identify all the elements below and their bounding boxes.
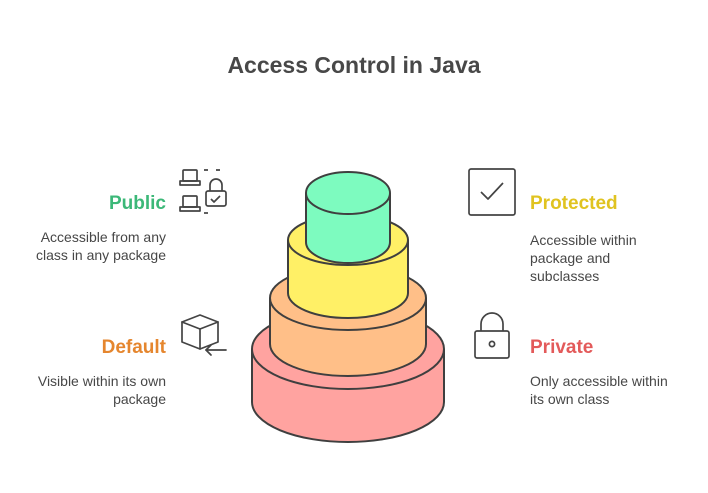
laptops-lock-icon — [179, 169, 227, 214]
protected-description: Accessible within package and subclasses — [530, 232, 637, 284]
tier-public-cylinder — [305, 171, 391, 264]
private-description: Only accessible within its own class — [530, 373, 668, 407]
public-heading: Public — [108, 193, 166, 214]
default-description: Visible within its own package — [37, 373, 166, 407]
diagram-title: Access Control in Java — [227, 52, 481, 78]
public-description: Accessible from any class in any package — [36, 229, 166, 263]
protected-heading: Protected — [530, 193, 618, 214]
default-heading: Default — [101, 337, 166, 358]
checkbox-check-icon — [468, 168, 516, 216]
private-heading: Private — [530, 337, 594, 358]
cube-arrow-icon — [181, 314, 227, 356]
padlock-icon — [474, 312, 510, 359]
